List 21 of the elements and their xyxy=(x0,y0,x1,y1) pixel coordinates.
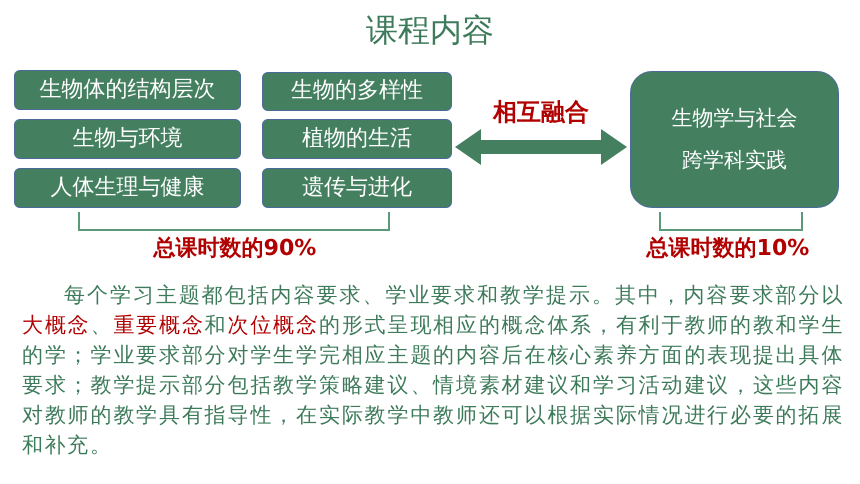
double-arrow xyxy=(455,129,627,165)
topic-text: 跨学科实践 xyxy=(682,148,787,173)
topic-box xyxy=(14,119,241,159)
share-label: 总课时数的10% xyxy=(646,236,810,262)
topic-box xyxy=(262,168,452,208)
topic-text: 生物的多样性 xyxy=(291,78,423,105)
edge-label: 相互融合 xyxy=(491,98,591,127)
topic-box xyxy=(262,72,452,111)
topic-text: 人体生理与健康 xyxy=(50,174,204,202)
topic-text: 生物与环境 xyxy=(72,126,182,152)
topic-text: 生物体的结构层次 xyxy=(40,76,216,104)
title: 课程内容 xyxy=(365,10,495,51)
topic-text: 植物的生活 xyxy=(302,126,412,152)
topic-box xyxy=(262,119,452,159)
topic-box xyxy=(14,70,241,110)
description-paragraph: 每个学习主题都包括内容要求、学业要求和教学提示。其中，内容要求部分以大概念、重要概念和次位概念的形式呈现相应的概念体系，有利于教师的教和学生的学；学业要求部分对学生学完相应主题的内容后在核心素养方面的表现提出具体要求；教学提示部分包括教学策略建议、情境素材建议和学习活动建议，这些内容对教师的教学具有指导性，在实际教学中教师还可以根据实际情况进行必要的拓展和补充。 xyxy=(22,282,844,459)
topic-box xyxy=(14,168,241,208)
topic-text: 生物学与社会 xyxy=(672,106,798,132)
topic-box xyxy=(630,71,839,208)
share-label: 总课时数的90% xyxy=(154,236,316,262)
topic-text: 遗传与进化 xyxy=(302,174,412,202)
